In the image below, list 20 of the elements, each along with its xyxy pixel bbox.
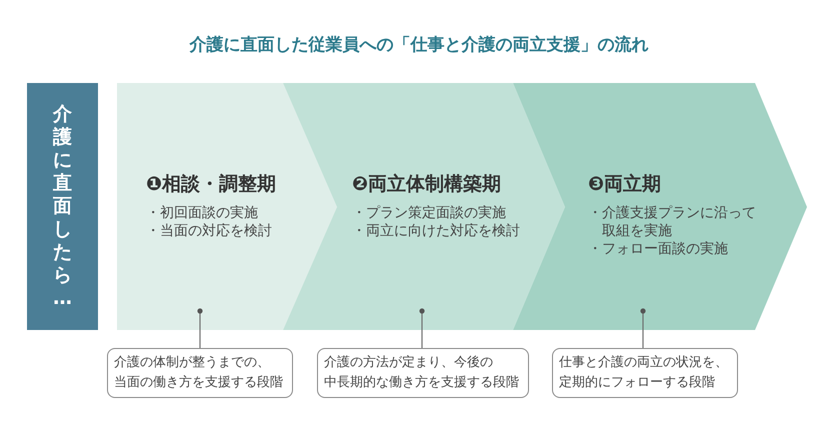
chevron-band [283, 83, 565, 330]
callout-box: 介護の体制が整うまでの、当面の働き方を支援する段階 [107, 348, 293, 398]
stage-heading: ❸両立期 [588, 172, 662, 196]
title: 介護に直面した従業員への「仕事と介護の両立支援」の流れ [188, 34, 650, 56]
callout-box: 介護の方法が定まり、今後の中長期的な働き方を支援する段階 [317, 348, 529, 398]
bullet-item: ・介護支援プランに沿って取組を実施 [588, 204, 757, 240]
callout-box: 仕事と介護の両立の状況を、定期的にフォローする段階 [552, 348, 738, 398]
bullet-item: ・両立に向けた対応を検討 [352, 222, 521, 240]
label-panel [27, 83, 98, 330]
leader-line [197, 308, 203, 348]
stage-heading: ❶相談・調整期 [146, 172, 278, 196]
bullet-item: ・当面の対応を検討 [146, 222, 273, 240]
side-label: 介護に直面したら… [53, 103, 72, 310]
chevron-band [117, 83, 337, 330]
leader-line [419, 308, 425, 348]
bullet-item: ・初回面談の実施 [146, 204, 259, 222]
leader-line [640, 308, 646, 348]
bullet-item: ・フォロー面談の実施 [588, 240, 729, 258]
bullet-item: ・プラン策定面談の実施 [352, 204, 507, 222]
stage-heading: ❷両立体制構築期 [352, 172, 502, 196]
